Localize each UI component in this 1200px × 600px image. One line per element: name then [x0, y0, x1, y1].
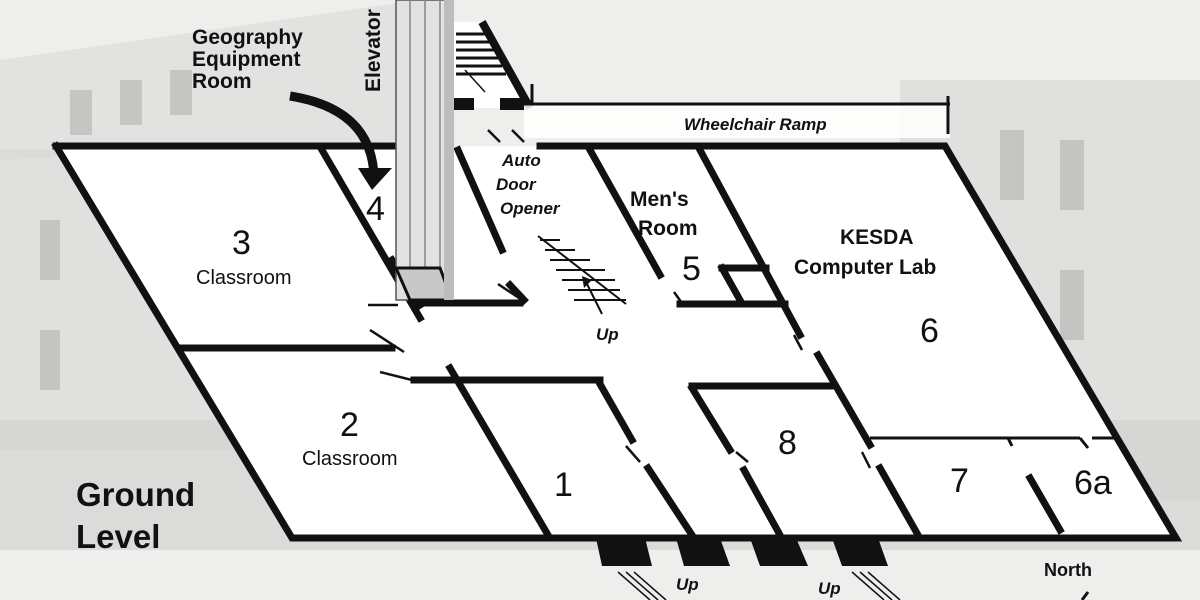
room-8-number: 8	[778, 424, 797, 462]
auto-door-opener-callout: Auto Door Opener	[496, 151, 561, 218]
upper-stairs	[452, 20, 534, 110]
bottom-stairs: Up Up	[596, 538, 901, 600]
room-2-number: 2	[340, 406, 359, 444]
center-stairs: Up	[537, 235, 627, 344]
elevator-label: Elevator	[362, 9, 385, 92]
level-title: Ground Level	[76, 476, 204, 555]
up-stairs-right-label: Up	[818, 579, 841, 598]
room-5-name: Men's Room	[630, 188, 698, 240]
interior-walls	[179, 145, 1065, 540]
room-3-number: 3	[232, 224, 251, 262]
auto-door-marker	[487, 129, 525, 143]
up-center-label: Up	[596, 325, 619, 344]
room-6-name: KESDA Computer Lab	[794, 226, 936, 279]
room-4-number: 4	[366, 190, 385, 228]
wheelchair-ramp: Wheelchair Ramp	[524, 84, 950, 138]
room-1-number: 1	[554, 466, 573, 504]
room-5-number: 5	[682, 250, 701, 288]
building-floor	[56, 146, 1176, 538]
wheelchair-ramp-label: Wheelchair Ramp	[684, 115, 827, 134]
outer-walls	[51, 141, 1183, 542]
room-6a-number: 6a	[1074, 464, 1112, 502]
north-arrow-icon	[1080, 591, 1090, 600]
geography-arrow	[289, 91, 392, 190]
room-7-number: 7	[950, 462, 969, 500]
door-swings	[368, 282, 872, 469]
north-label: North	[1044, 560, 1092, 580]
thin-walls	[870, 436, 1120, 449]
up-stairs-left-label: Up	[676, 575, 699, 594]
geography-room-callout: Geography Equipment Room	[192, 26, 309, 93]
room-6-number: 6	[920, 312, 939, 350]
room-3-name: Classroom	[196, 267, 292, 289]
elevator-shaft	[393, 0, 455, 302]
room-2-name: Classroom	[302, 448, 398, 470]
